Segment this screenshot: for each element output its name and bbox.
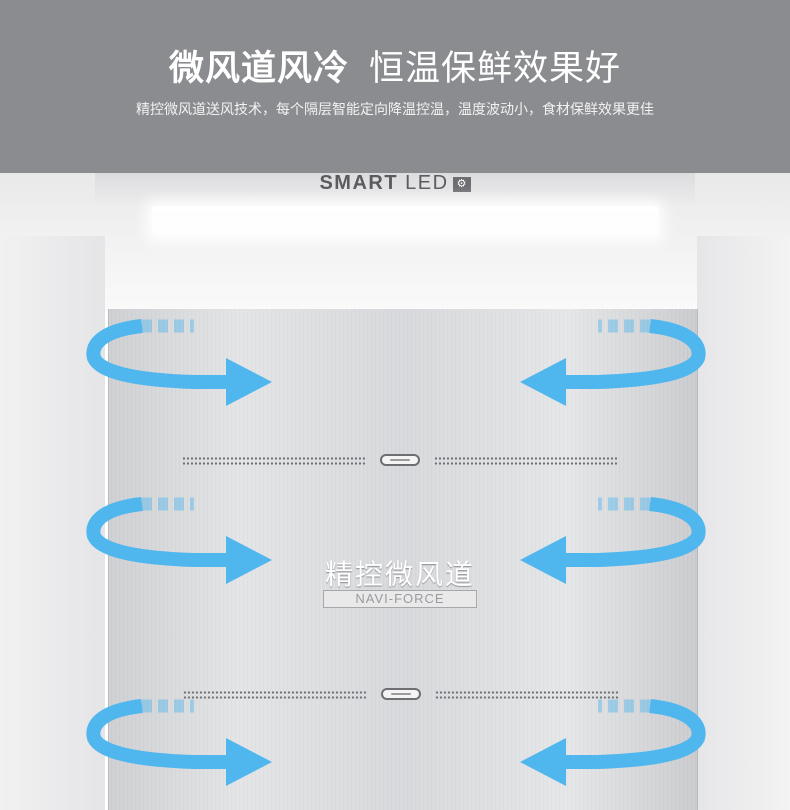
airflow-arrow-right-icon	[86, 319, 272, 406]
air-vent-right-1	[434, 456, 617, 466]
airflow-arrow-right-icon	[86, 699, 272, 786]
airflow-arrow-left-icon	[520, 319, 706, 406]
air-vent-left-1	[182, 456, 365, 466]
airflow-arrow-right-icon	[86, 497, 272, 584]
subheadline: 精控微风道送风技术，每个隔层智能定向降温控温，温度波动小，食材保鲜效果更佳	[136, 102, 654, 118]
vent-button-2	[381, 688, 421, 700]
fridge-wall-left	[0, 236, 105, 810]
headline-light: 恒温保鲜效果好	[369, 49, 622, 89]
airflow-arrow-left-icon	[520, 699, 706, 786]
led-light-bar	[152, 206, 658, 236]
airflow-arrow-left-icon	[520, 497, 706, 584]
vent-button-1	[380, 454, 420, 466]
smart-led-bold: SMART	[319, 172, 399, 194]
navi-force-logo-cn: 精控微风道	[324, 558, 475, 591]
air-vent-left-2	[183, 690, 366, 700]
header-banner: 微风道风冷恒温保鲜效果好 精控微风道送风技术，每个隔层智能定向降温控温，温度波动…	[0, 0, 790, 173]
fridge-ceiling	[95, 173, 695, 207]
air-vent-right-2	[435, 690, 618, 700]
smart-led-label: SMART LED⚙	[0, 172, 790, 195]
headline: 微风道风冷恒温保鲜效果好	[0, 40, 790, 91]
smart-led-light: LED	[405, 172, 449, 194]
fridge-chip-icon: ⚙	[452, 177, 471, 192]
headline-bold: 微风道风冷	[168, 49, 349, 89]
fridge-wall-right	[697, 236, 790, 810]
navi-force-logo-en: NAVI-FORCE	[323, 590, 477, 608]
